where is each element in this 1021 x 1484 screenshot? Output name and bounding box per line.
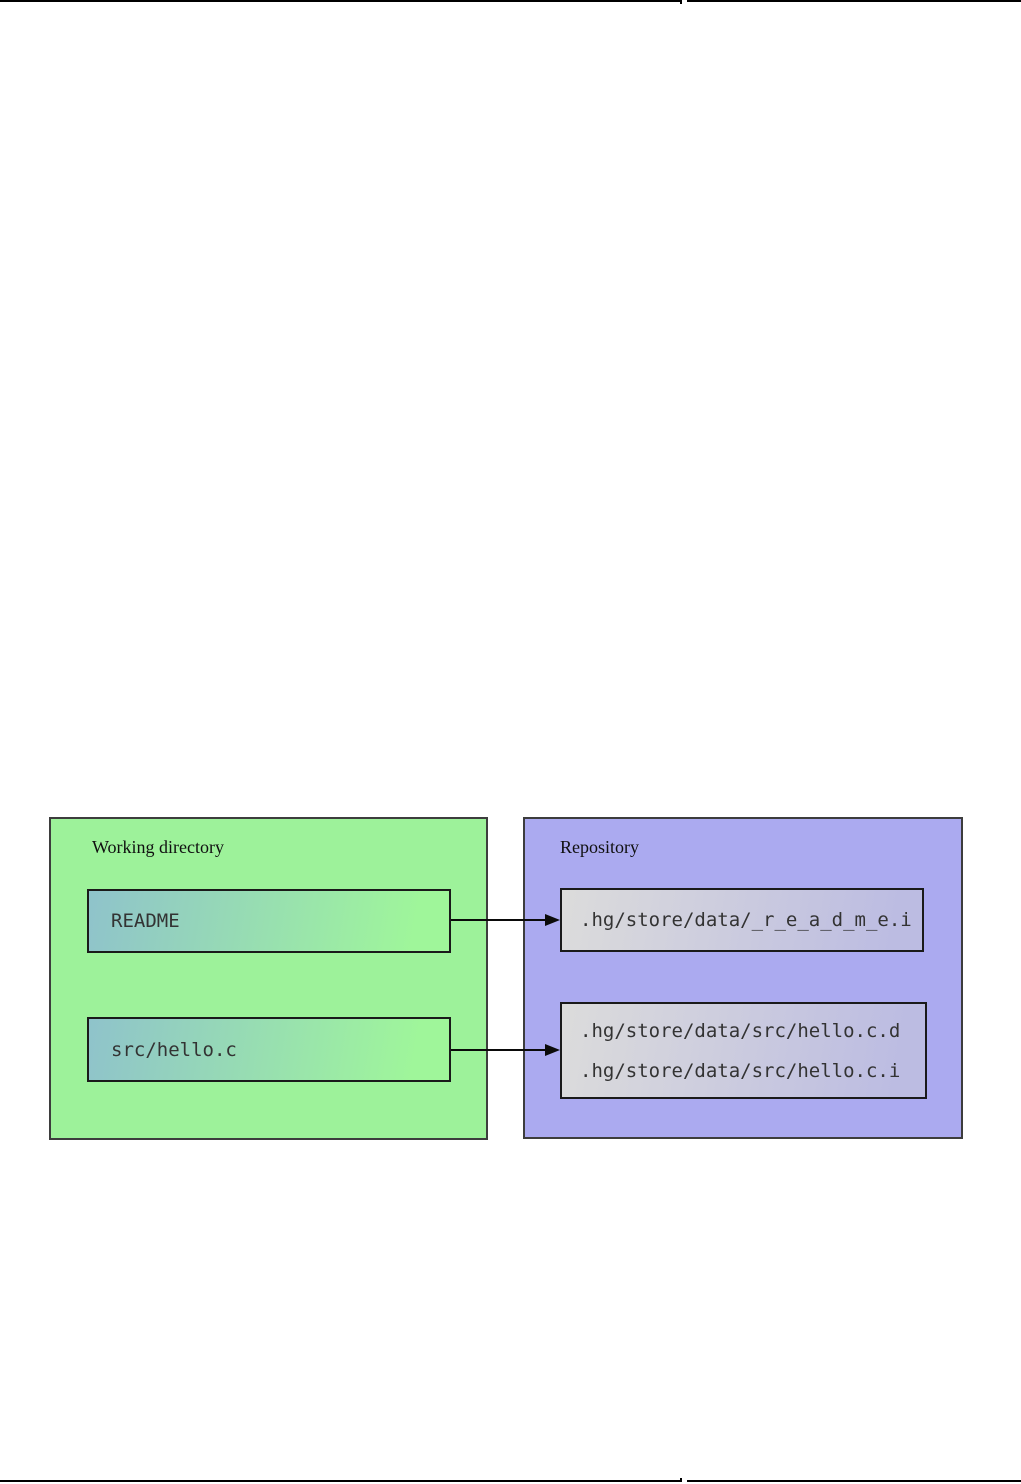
- store-path-src-hello-c-i: .hg/store/data/src/hello.c.i: [580, 1059, 901, 1082]
- arrow-readme-to-store: [451, 914, 560, 926]
- file-box-src-hello-c: src/hello.c: [87, 1017, 451, 1082]
- repository-label: Repository: [560, 837, 639, 857]
- file-name-src-hello-c: src/hello.c: [111, 1038, 237, 1061]
- file-name-readme: README: [111, 910, 180, 932]
- bottom-rule-tick: [680, 1478, 682, 1482]
- working-directory-label: Working directory: [92, 837, 225, 857]
- file-box-readme: README: [87, 889, 451, 953]
- store-box-readme: .hg/store/data/_r_e_a_d_m_e.i: [560, 888, 924, 952]
- top-rule-tick: [680, 0, 682, 4]
- working-directory-box: [49, 817, 488, 1140]
- store-path-readme: .hg/store/data/_r_e_a_d_m_e.i: [580, 909, 912, 931]
- store-box-src-hello-c: .hg/store/data/src/hello.c.d .hg/store/d…: [560, 1002, 927, 1099]
- store-path-src-hello-c-d: .hg/store/data/src/hello.c.d: [580, 1019, 901, 1042]
- top-rule-left: [0, 0, 681, 2]
- arrow-src-hello-c-to-store: [451, 1044, 560, 1056]
- bottom-rule-right: [687, 1480, 1021, 1482]
- top-rule-right: [687, 0, 1021, 2]
- bottom-rule-left: [0, 1480, 681, 1482]
